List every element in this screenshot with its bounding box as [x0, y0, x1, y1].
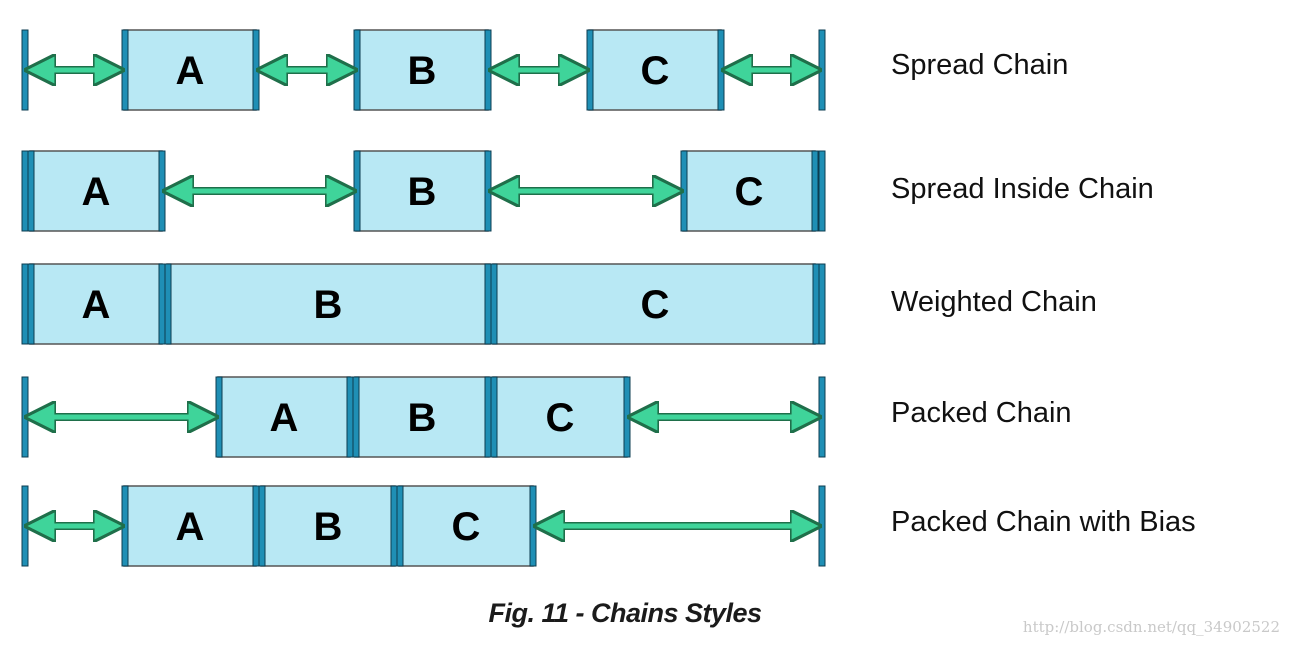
box-a: A: [21, 263, 166, 345]
chain-row-packed: A B C: [21, 376, 826, 458]
chain-row-spread-inside: A B C: [21, 150, 826, 232]
parent-edge-right: [818, 150, 826, 232]
box-a: A: [121, 485, 260, 567]
box-b: B: [353, 29, 492, 111]
box-c-label: C: [641, 49, 670, 93]
parent-edge-left: [21, 376, 29, 458]
box-c: C: [680, 150, 819, 232]
chain-styles-diagram: A B C A: [21, 29, 826, 567]
box-c-label: C: [735, 170, 764, 214]
parent-edge-right: [818, 29, 826, 111]
box-b: B: [164, 263, 492, 345]
box-c: C: [586, 29, 725, 111]
parent-edge-right: [818, 376, 826, 458]
parent-edge-left: [21, 150, 29, 232]
parent-edge-left: [21, 29, 29, 111]
parent-edge-right: [818, 485, 826, 567]
box-c: C: [396, 485, 537, 567]
box-a: A: [121, 29, 260, 111]
chain-label-spread-inside: Spread Inside Chain: [891, 173, 1154, 205]
box-b-label: B: [314, 283, 343, 327]
box-c: C: [490, 263, 826, 345]
box-a-label: A: [82, 283, 111, 327]
watermark: http://blog.csdn.net/qq_34902522: [1022, 618, 1280, 636]
chain-label-spread: Spread Chain: [891, 49, 1069, 81]
chain-row-spread: A B C: [21, 29, 826, 111]
chain-label-packed: Packed Chain: [891, 397, 1072, 429]
box-b-label: B: [408, 170, 437, 214]
box-b: B: [352, 376, 492, 458]
chain-row-weighted: A B C: [21, 263, 826, 345]
box-a-label: A: [176, 49, 205, 93]
box-c-label: C: [641, 283, 670, 327]
box-c-label: C: [452, 505, 481, 549]
box-c-label: C: [546, 396, 575, 440]
box-b-label: B: [408, 49, 437, 93]
box-b-label: B: [408, 396, 437, 440]
box-a-label: A: [82, 170, 111, 214]
figure-caption: Fig. 11 - Chains Styles: [488, 598, 762, 628]
box-c: C: [490, 376, 631, 458]
box-b: B: [353, 150, 492, 232]
parent-edge-left: [21, 485, 29, 567]
box-a: A: [215, 376, 354, 458]
chain-label-packed-bias: Packed Chain with Bias: [891, 506, 1196, 538]
box-a-label: A: [176, 505, 205, 549]
box-b: B: [258, 485, 398, 567]
chain-row-packed-bias: A B C: [21, 485, 826, 567]
box-b-label: B: [314, 505, 343, 549]
box-a-label: A: [270, 396, 299, 440]
chain-label-weighted: Weighted Chain: [891, 286, 1097, 318]
box-a: A: [27, 150, 166, 232]
